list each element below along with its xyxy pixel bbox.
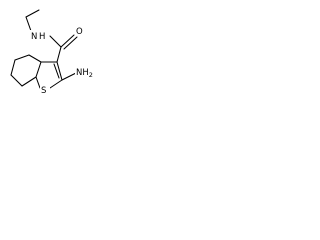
carbonyl-o-double-bond-a <box>60 34 75 48</box>
carbonyl-oxygen-label: O <box>76 27 83 37</box>
c2-s-bond <box>49 79 63 89</box>
ethyl-ch3-bond <box>25 9 40 18</box>
amino-nh-text: NH <box>76 68 89 78</box>
atom-labels: N H O S NH2 <box>30 25 97 96</box>
c6-c7-bond <box>10 74 23 87</box>
c5-c6-bond <box>10 59 16 76</box>
amide-nitrogen-label: N <box>31 32 37 42</box>
c3-c2-bond <box>56 61 63 81</box>
carbonyl-c3-bond <box>56 46 62 63</box>
c3a-c4-bond <box>28 54 42 63</box>
c3-c2-inner-bond <box>53 63 60 79</box>
bonds <box>10 9 78 89</box>
n-carbonyl-bond <box>49 35 62 48</box>
sulfur-label: S <box>41 86 46 96</box>
amino-subscript-text: 2 <box>89 71 93 79</box>
c7-c7a-bond <box>21 76 37 87</box>
chemical-structure: N H O S NH2 <box>10 9 97 96</box>
amide-hydrogen-label: H <box>39 32 45 42</box>
c3a-c7a-bond <box>35 61 42 78</box>
c2-nh2-bond <box>61 72 77 81</box>
carbonyl-o-double-bond-b <box>63 36 78 50</box>
amino-group-label: NH2 <box>76 68 93 79</box>
s-c7a-bond <box>35 76 41 89</box>
c4-c5-bond <box>14 54 30 61</box>
ethyl-ch2-n-bond <box>25 16 32 32</box>
